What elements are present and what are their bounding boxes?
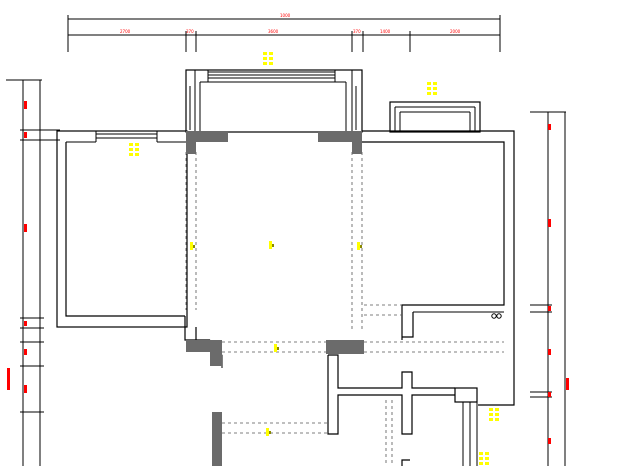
room-tags — [129, 52, 499, 465]
walls — [56, 69, 515, 466]
dim-5: 1400 — [380, 29, 391, 34]
dim-1: 2700 — [120, 29, 131, 34]
columns — [186, 131, 364, 466]
dim-2: 370 — [186, 29, 194, 34]
opening-lines — [185, 152, 504, 466]
dim-4: 370 — [353, 29, 361, 34]
dim-total: 1000 — [280, 13, 291, 18]
dim-6: 2000 — [450, 29, 461, 34]
right-dimension-chain — [530, 111, 569, 466]
left-dimension-chain — [6, 79, 60, 466]
top-dimension-chain: 1000 2700 370 3600 370 1400 2000 — [67, 13, 501, 52]
fixtures — [491, 313, 502, 319]
door-markers — [190, 241, 362, 436]
dim-3: 3600 — [268, 29, 279, 34]
